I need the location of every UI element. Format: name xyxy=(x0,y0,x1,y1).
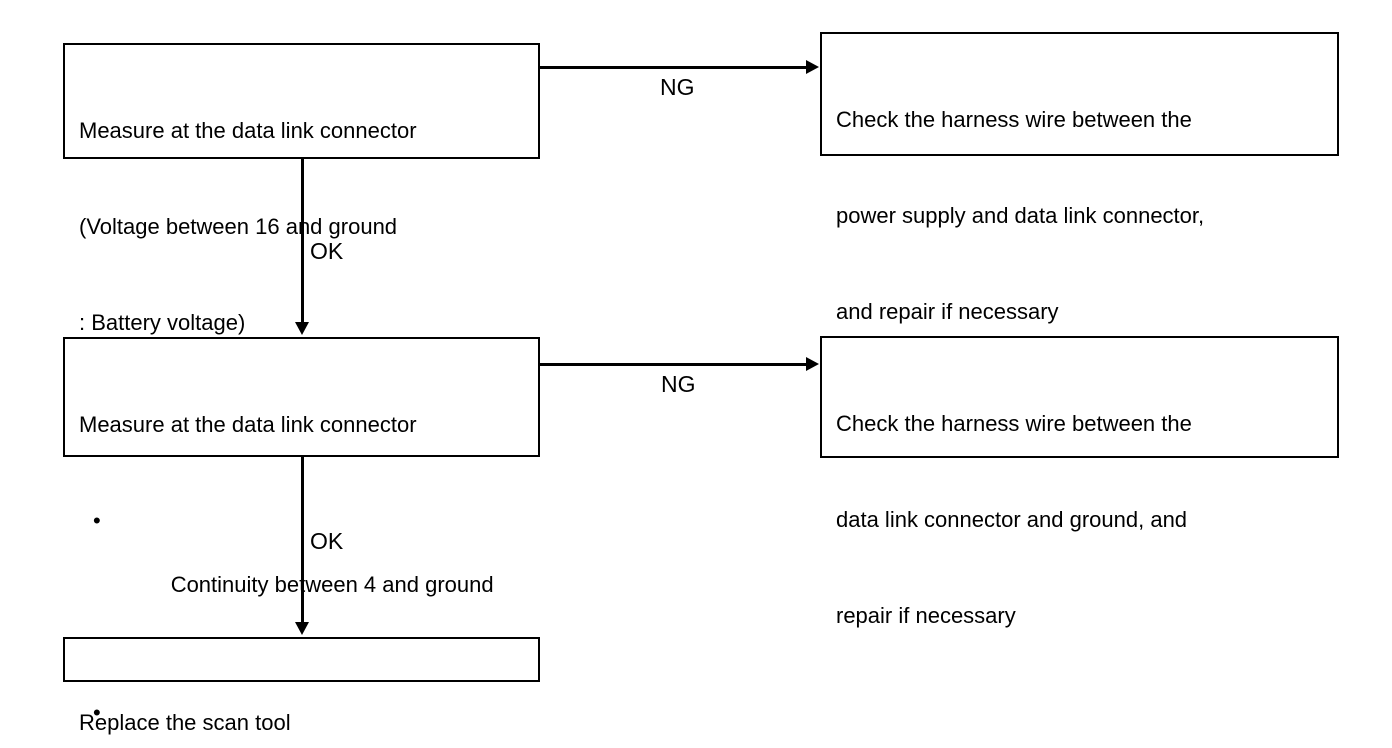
node-measure-continuity-bullet-1-label: Continuity between 4 and ground xyxy=(170,572,494,597)
bullet-dot-icon: • xyxy=(93,508,101,533)
edge-continuity-to-replace-line xyxy=(301,457,304,624)
bullet-dot-icon: • xyxy=(93,700,101,725)
node-check-power-supply-harness-line-2: power supply and data link connector, xyxy=(836,203,1205,228)
edge-voltage-to-continuity-arrowhead-icon xyxy=(295,322,309,335)
node-measure-voltage-line-2: (Voltage between 16 and ground xyxy=(79,214,398,239)
edge-voltage-to-power-check-arrowhead-icon xyxy=(806,60,819,74)
node-measure-continuity[interactable]: Measure at the data link connector • Con… xyxy=(63,337,540,725)
node-replace-scan-tool[interactable]: Replace the scan tool xyxy=(63,637,540,735)
node-measure-continuity-heading: Measure at the data link connector xyxy=(79,412,417,437)
edge-label-ng-2: NG xyxy=(661,371,696,397)
edge-voltage-to-power-check-line xyxy=(540,66,807,69)
node-measure-voltage-line-1: Measure at the data link connector xyxy=(79,118,417,143)
node-check-ground-harness-line-2: data link connector and ground, and xyxy=(836,507,1188,532)
node-check-power-supply-harness-line-3: and repair if necessary xyxy=(836,299,1059,324)
node-measure-continuity-bullet-1: • Continuity between 4 and ground xyxy=(79,505,538,633)
edge-continuity-to-replace-arrowhead-icon xyxy=(295,622,309,635)
node-replace-scan-tool-line-1: Replace the scan tool xyxy=(79,710,291,735)
node-check-ground-harness-line-3: repair if necessary xyxy=(836,603,1016,628)
edge-label-ng-1: NG xyxy=(660,74,695,100)
edge-continuity-to-ground-check-arrowhead-icon xyxy=(806,357,819,371)
edge-voltage-to-continuity-line xyxy=(301,159,304,324)
node-measure-voltage[interactable]: Measure at the data link connector (Volt… xyxy=(63,43,540,335)
node-measure-continuity-bullet-2: • Continuity between 5 and ground xyxy=(79,697,538,748)
node-check-ground-harness[interactable]: Check the harness wire between the data … xyxy=(820,336,1339,628)
edge-continuity-to-ground-check-line xyxy=(540,363,807,366)
node-measure-voltage-line-3: : Battery voltage) xyxy=(79,310,246,335)
edge-label-ok-2: OK xyxy=(310,528,344,554)
node-check-power-supply-harness-line-1: Check the harness wire between the xyxy=(836,107,1192,132)
node-check-power-supply-harness[interactable]: Check the harness wire between the power… xyxy=(820,32,1339,324)
node-check-ground-harness-line-1: Check the harness wire between the xyxy=(836,411,1192,436)
edge-label-ok-1: OK xyxy=(310,238,344,264)
